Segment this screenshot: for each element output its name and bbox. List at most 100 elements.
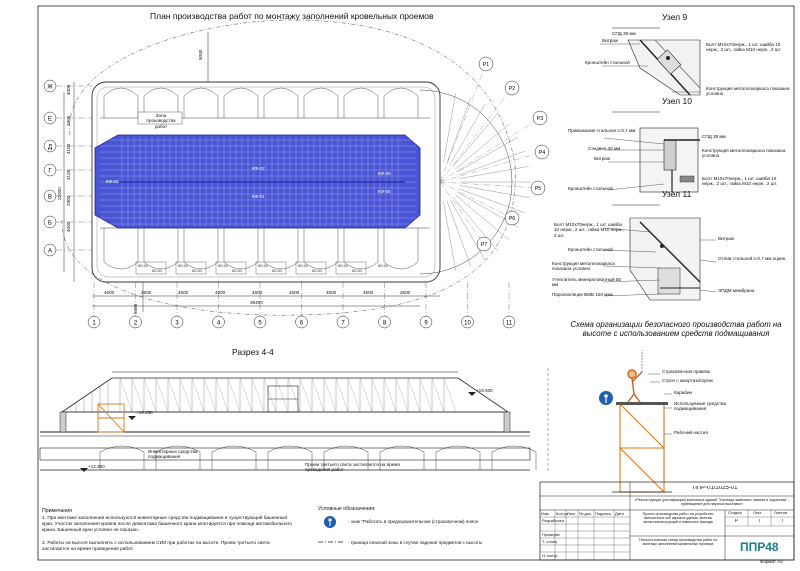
axis-bubble <box>378 315 391 329</box>
axis-letter: Ж <box>47 85 53 91</box>
axis-letter: Б <box>48 221 52 227</box>
node-9-detail <box>600 27 701 96</box>
dim-value: 4100 <box>66 143 71 154</box>
small-mark: КО-01 <box>312 269 323 273</box>
dim-value: 5000 <box>198 49 203 60</box>
room-arch <box>343 87 379 118</box>
room-arch <box>303 228 339 270</box>
stamp-role: Проверил <box>542 533 561 537</box>
node-9-label: Кронштейн стальной <box>585 60 630 65</box>
title-block <box>539 481 795 561</box>
node-9-label: Конструкция металлокаркаса показана усло… <box>706 86 790 97</box>
cabin <box>295 261 327 275</box>
small-mark: КО-01 <box>152 269 163 273</box>
axis-bubble <box>170 315 184 329</box>
roof-truss-members <box>75 377 457 413</box>
work-zone-label: Зона производства работ <box>146 113 176 129</box>
axis-bubble <box>43 163 57 177</box>
sheet-format: Формат А2 <box>760 560 783 564</box>
stamp-code: ППР-01/2025-01 <box>692 486 738 491</box>
axis-bubble <box>253 315 267 329</box>
dim-value: 4100 <box>66 169 71 180</box>
room-arch <box>263 228 299 270</box>
section-title: Разрез 4-4 <box>232 347 274 357</box>
small-mark: КО-01 <box>178 264 189 268</box>
axis-bubble <box>502 315 516 329</box>
axis-bubble <box>43 79 57 93</box>
dim-value: 4600 <box>104 290 115 295</box>
node-11-detail <box>603 204 717 301</box>
small-mark: КО-01 <box>272 269 283 273</box>
radial-axis-bubble <box>504 210 520 226</box>
node-9-label: СПД 38 мм <box>612 31 636 36</box>
small-mark: КО-01 <box>352 269 363 273</box>
axis-bubble <box>212 315 225 329</box>
axis-number: 8 <box>383 321 387 327</box>
node-10-label: Витраж <box>594 156 610 161</box>
node-11-label: Кронштейн стальной <box>568 247 613 252</box>
small-mark: КО-01 <box>232 269 243 273</box>
safety-label: Используемые средства подмащивания <box>674 401 727 412</box>
small-mark: КО-01 <box>298 264 309 268</box>
skylight-mark: КФ-06 <box>378 171 391 176</box>
stamp-role: Н. контр. <box>542 554 559 558</box>
note-item: 1. При монтаже заполнения используются и… <box>42 516 292 533</box>
cabin <box>255 261 287 275</box>
axis-letter: В <box>48 195 52 201</box>
axis-number: 5 <box>258 321 262 327</box>
dim-value: 2900 <box>66 115 71 126</box>
node-11-label: Отлив стальной t=0,7 мм оцинк. <box>718 256 787 261</box>
axis-bubble <box>43 111 57 125</box>
cabin <box>335 261 367 275</box>
legend-graphics <box>318 516 344 543</box>
axis-number: 1 <box>92 321 96 327</box>
stamp-role: Разработал <box>542 519 564 523</box>
skylight-mark: КФ-01 <box>252 194 265 199</box>
axis-number: 3 <box>175 321 179 327</box>
stamp-column-header: Подпись <box>595 512 611 516</box>
node-11-label: Утеплитель минераловатный 50 мм <box>552 277 622 288</box>
stamp-stage-value: 7 <box>781 519 784 524</box>
cabin <box>175 261 207 275</box>
danger-zone-boundary <box>61 19 516 316</box>
note-item: 2. Работы на высоте выполнять с использо… <box>42 541 270 552</box>
radial-axis-label: Р6 <box>509 216 515 222</box>
dim-value: 4000 <box>66 84 71 95</box>
node-9-label: Болт М10х70нерж., 1 шт. шайба 10 нерж., … <box>706 42 782 53</box>
stamp-project: «Реконструкция (реставрация) комплекса з… <box>634 498 790 507</box>
dim-value: 4600 <box>215 290 226 295</box>
axis-number: 11 <box>506 321 513 327</box>
stamp-sheet-name: Технологическая схема производства работ… <box>638 538 718 547</box>
stamp-stage-value: Р <box>735 519 739 524</box>
section-view <box>39 368 549 472</box>
radial-axis-label: Р2 <box>509 86 515 92</box>
axis-number: 2 <box>134 321 138 327</box>
safety-scheme <box>599 350 672 493</box>
dim-value: 4600 <box>326 290 337 295</box>
room-arch <box>143 87 179 118</box>
axis-bubble <box>43 189 57 203</box>
sheet-frame <box>37 5 795 561</box>
axis-number: 6 <box>300 321 304 327</box>
worker-figure <box>627 369 643 403</box>
opening-label: Проем третьего света застилается на врем… <box>305 462 400 473</box>
axis-bubble <box>43 243 57 257</box>
axis-letter: Е <box>48 117 52 123</box>
safety-label: Карабин <box>674 390 693 395</box>
level-mark <box>80 468 88 472</box>
stamp-work: Проект производства работ на устройство … <box>642 512 714 525</box>
dim-value: 4600 <box>178 290 189 295</box>
node-10-title: Узел 10 <box>662 96 692 106</box>
axis-bubble <box>129 315 142 329</box>
dim-value: 5000 <box>133 303 138 314</box>
legend-item: - граница опасной зоны в случае падения … <box>348 540 483 545</box>
cabin <box>135 261 167 275</box>
level-label: +19.500 <box>476 388 493 393</box>
section-scaffold <box>97 403 125 433</box>
room-arch <box>143 228 179 270</box>
axis-bubble <box>336 315 350 329</box>
dim-value: 4600 <box>252 290 263 295</box>
room-arch <box>223 228 259 270</box>
